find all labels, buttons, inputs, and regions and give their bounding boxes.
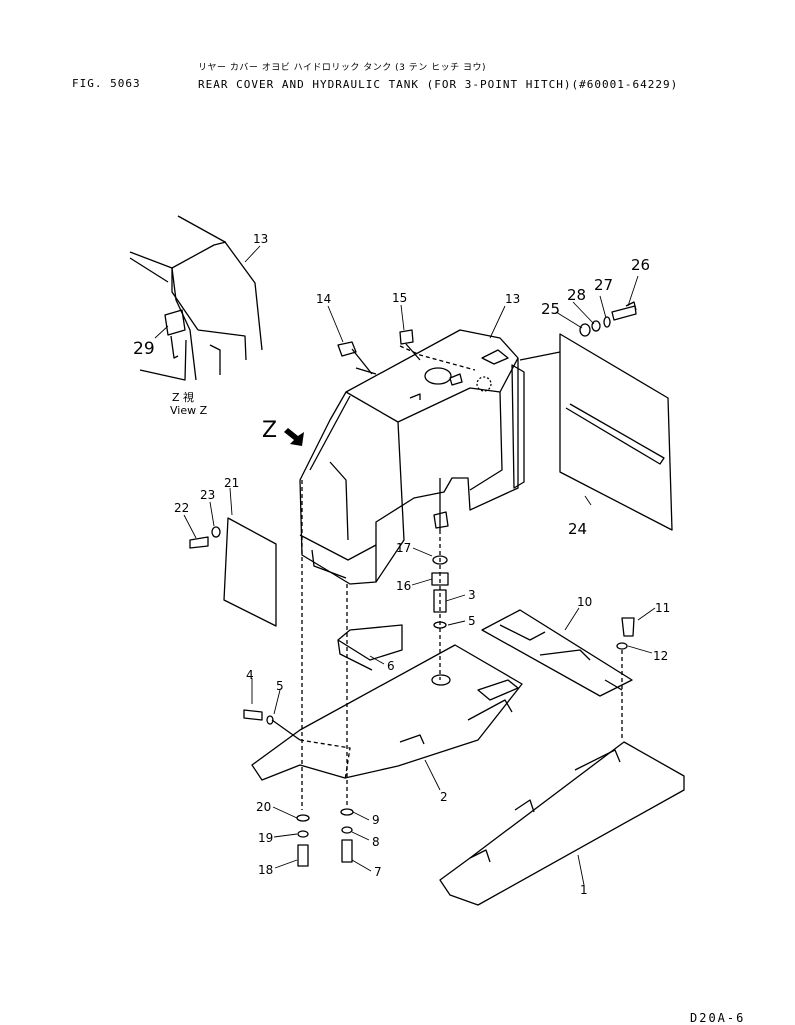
- cover-plate-21: [189, 517, 277, 627]
- view-caption: View Z: [170, 404, 208, 417]
- callout-11: 11: [655, 601, 670, 615]
- callout-labels: 1 2 3 4 5 5 6 7 8 9 10 11 12 13 13 14 15…: [133, 232, 670, 897]
- bolt-11: [616, 617, 635, 740]
- view-caption-jp: Z 視: [172, 390, 194, 404]
- view-arrow-icon: [284, 428, 304, 446]
- figure-number: FIG. 5063: [72, 77, 141, 90]
- bracket-6: [337, 624, 403, 671]
- view-arrow-label: Z: [262, 418, 277, 443]
- callout-5b: 5: [468, 614, 476, 628]
- callout-28: 28: [567, 286, 586, 304]
- figure-title: REAR COVER AND HYDRAULIC TANK (FOR 3-POI…: [198, 78, 679, 91]
- callout-17: 17: [396, 541, 411, 555]
- callout-19: 19: [258, 831, 273, 845]
- side-plate-24: [519, 333, 673, 531]
- callout-26: 26: [631, 256, 650, 274]
- callout-23: 23: [200, 488, 215, 502]
- callout-12: 12: [653, 649, 668, 663]
- callout-9: 9: [372, 813, 380, 827]
- callout-13b: 13: [505, 292, 520, 306]
- leader-lines: [154, 245, 656, 886]
- callout-5a: 5: [276, 679, 284, 693]
- bottom-plate-1: [439, 741, 685, 906]
- title-japanese: リヤー カバー オヨビ ハイドロリック タンク (3 テン ヒッチ ヨウ): [198, 63, 486, 73]
- callout-8: 8: [372, 835, 380, 849]
- plate-10: [481, 609, 633, 697]
- callout-20: 20: [256, 800, 271, 814]
- callout-3: 3: [468, 588, 476, 602]
- callout-13a: 13: [253, 232, 268, 246]
- callout-16: 16: [396, 579, 411, 593]
- callout-4: 4: [246, 668, 254, 682]
- callout-27: 27: [594, 276, 613, 294]
- callout-14: 14: [316, 292, 331, 306]
- callout-2: 2: [440, 790, 448, 804]
- washer-27: [603, 316, 611, 328]
- bolt-4: [243, 709, 301, 741]
- callout-7: 7: [374, 865, 382, 879]
- nut-25: [579, 323, 591, 337]
- callout-10: 10: [577, 595, 592, 609]
- drain-16-17: [431, 530, 449, 680]
- callout-24: 24: [568, 520, 587, 538]
- cap-14: [337, 341, 373, 375]
- bolt-26: [611, 301, 637, 321]
- callout-18: 18: [258, 863, 273, 877]
- breather-15: [399, 329, 421, 361]
- callout-21: 21: [224, 476, 239, 490]
- rear-cover: [299, 329, 525, 585]
- bolt-stack-left: [296, 480, 310, 867]
- callout-6: 6: [387, 659, 395, 673]
- drawing-code: D20A-6: [690, 1011, 746, 1025]
- callout-25: 25: [541, 300, 560, 318]
- callout-1: 1: [580, 883, 588, 897]
- washer-28: [591, 320, 601, 332]
- view-z-inset: [129, 215, 263, 381]
- callout-15: 15: [392, 291, 407, 305]
- callout-29: 29: [133, 339, 155, 359]
- bolt-stack-right: [340, 584, 354, 863]
- callout-22: 22: [174, 501, 189, 515]
